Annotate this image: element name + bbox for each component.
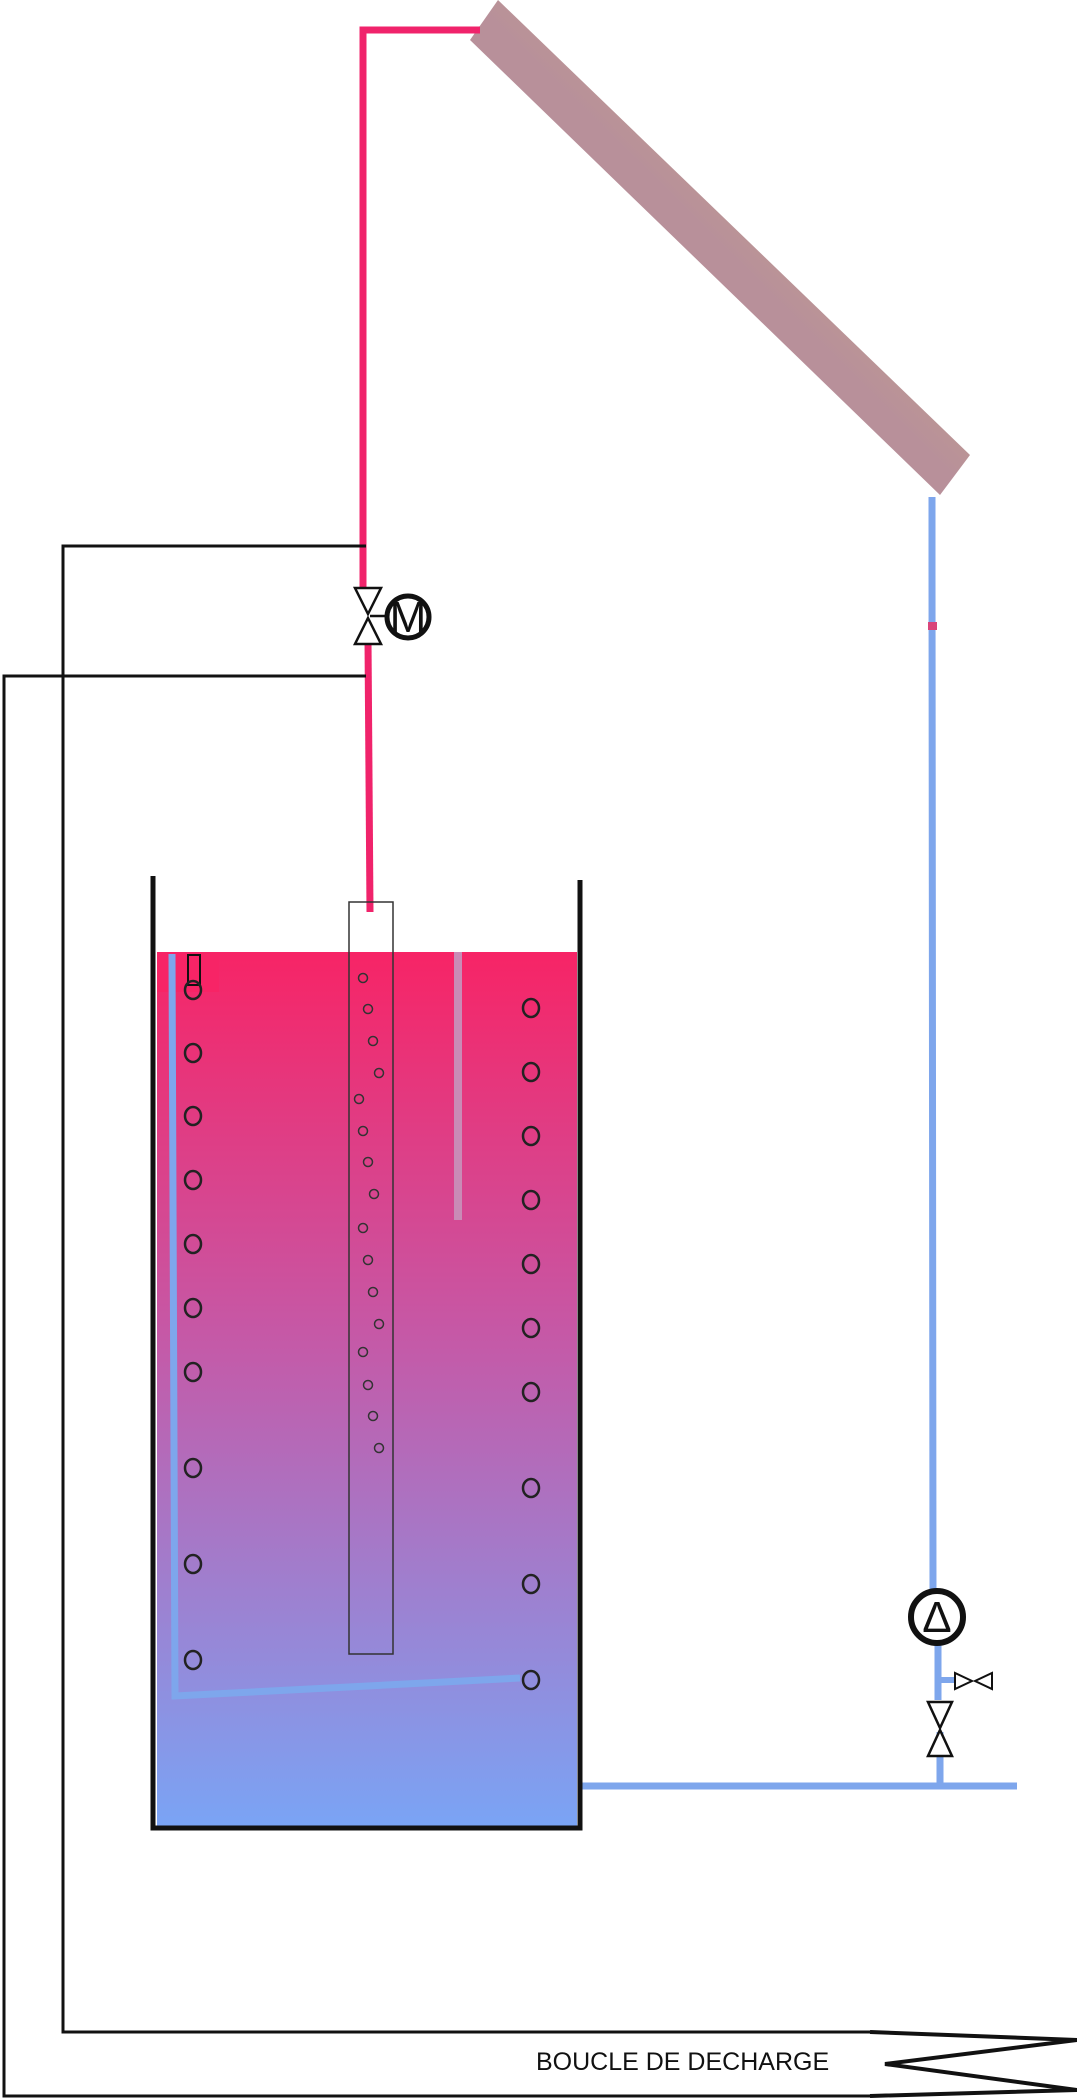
control-wires	[2, 544, 870, 2098]
pump-label: Δ	[922, 1593, 951, 1642]
sensor-column-right	[521, 997, 541, 1691]
sensor-column-left	[183, 979, 203, 1671]
hot-pipe	[359, 26, 480, 913]
solar-collector	[470, 0, 970, 495]
tank-walls	[150, 876, 583, 1831]
tube-bubbles	[353, 972, 385, 1454]
loop-label: BOUCLE DE DECHARGE	[536, 2048, 829, 2076]
zigzag-loop-icon	[869, 2030, 1077, 2098]
stratifier-tube	[348, 901, 394, 1655]
cold-pipe	[580, 497, 1017, 1790]
sensor-mark	[928, 622, 937, 630]
motor-label: M	[390, 593, 427, 642]
pump-icon: Δ	[908, 1588, 966, 1646]
storage-tank	[150, 876, 583, 1831]
valve-icon	[926, 1700, 954, 1758]
drain-valve-icon	[940, 1671, 993, 1691]
motor-valve-icon: M	[352, 586, 432, 646]
